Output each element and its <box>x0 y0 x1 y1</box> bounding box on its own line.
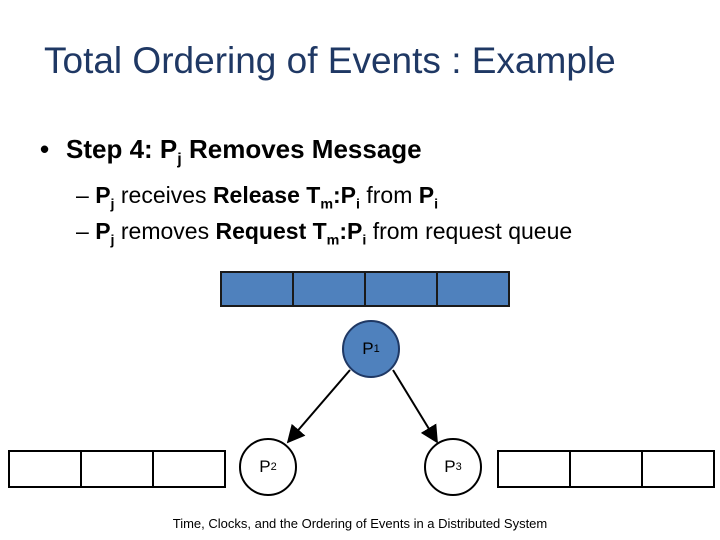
node-label: P <box>444 457 456 476</box>
node-sub: 3 <box>455 461 462 473</box>
node-label: P <box>362 339 374 358</box>
release-proc-sub: i <box>356 196 360 213</box>
request-label: Request T <box>215 218 327 244</box>
release-label: Release T <box>212 182 321 208</box>
sub-bullet-request: – Pj removes Request Tm:Pi from request … <box>76 218 572 249</box>
sub-bullet-release: – Pj receives Release Tm:Pi from Pi <box>76 182 438 213</box>
queue-slot <box>82 452 154 486</box>
p1-request-queue <box>220 271 510 307</box>
step-bullet: • Step 4: Pj Removes Message <box>40 134 422 169</box>
queue-text: from request queue <box>366 218 573 244</box>
queue-slot <box>294 273 366 305</box>
process-sub: j <box>110 232 115 249</box>
from-text: from <box>359 182 419 208</box>
process-label: P <box>95 218 111 244</box>
step-sub: j <box>177 150 182 169</box>
dash: – <box>76 218 96 244</box>
source-label: P <box>418 182 435 208</box>
p2-request-queue <box>8 450 226 488</box>
request-proc-sub: i <box>362 232 367 249</box>
arrow-p1-to-p3 <box>392 369 438 444</box>
queue-slot <box>10 452 82 486</box>
verb: receives <box>114 182 213 208</box>
queue-slot <box>571 452 643 486</box>
release-proc: :P <box>333 182 357 208</box>
node-sub: 1 <box>373 343 380 355</box>
request-proc: :P <box>339 218 363 244</box>
process-label: P <box>95 182 111 208</box>
request-sub: m <box>326 232 340 249</box>
queue-slot <box>499 452 571 486</box>
slide-title: Total Ordering of Events : Example <box>44 40 616 81</box>
queue-slot <box>366 273 438 305</box>
step-text: Step 4: P <box>66 134 178 164</box>
source-sub: i <box>434 196 439 213</box>
dash: – <box>76 182 96 208</box>
queue-slot <box>222 273 294 305</box>
release-sub: m <box>320 196 334 213</box>
arrow-p1-to-p2 <box>286 369 351 444</box>
slide-footer: Time, Clocks, and the Ordering of Events… <box>172 516 548 531</box>
node-sub: 2 <box>270 461 277 473</box>
queue-slot <box>438 273 508 305</box>
step-rest: Removes Message <box>181 134 422 164</box>
process-sub: j <box>110 196 115 213</box>
p3-request-queue <box>497 450 715 488</box>
node-label: P <box>259 457 271 476</box>
bullet-marker: • <box>40 134 50 164</box>
verb: removes <box>114 218 216 244</box>
